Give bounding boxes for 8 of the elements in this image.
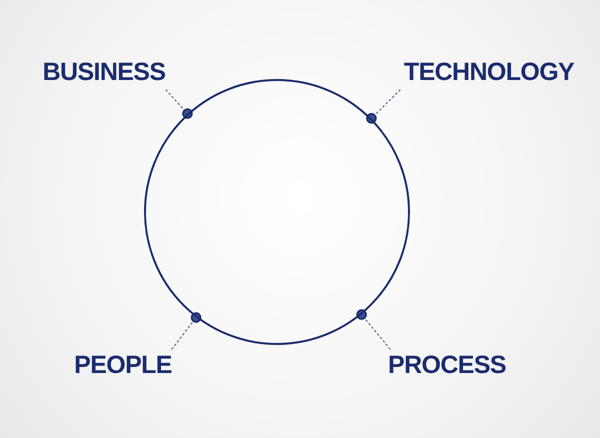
leader-line (356, 309, 391, 350)
leader-line (171, 312, 202, 350)
category-label: PROCESS (382, 351, 512, 381)
leader-line (165, 89, 193, 119)
leader-line (366, 89, 401, 124)
category-label: TECHNOLOGY (394, 58, 584, 88)
category-label: BUSINESS (34, 58, 174, 88)
category-label: PEOPLE (68, 351, 178, 381)
